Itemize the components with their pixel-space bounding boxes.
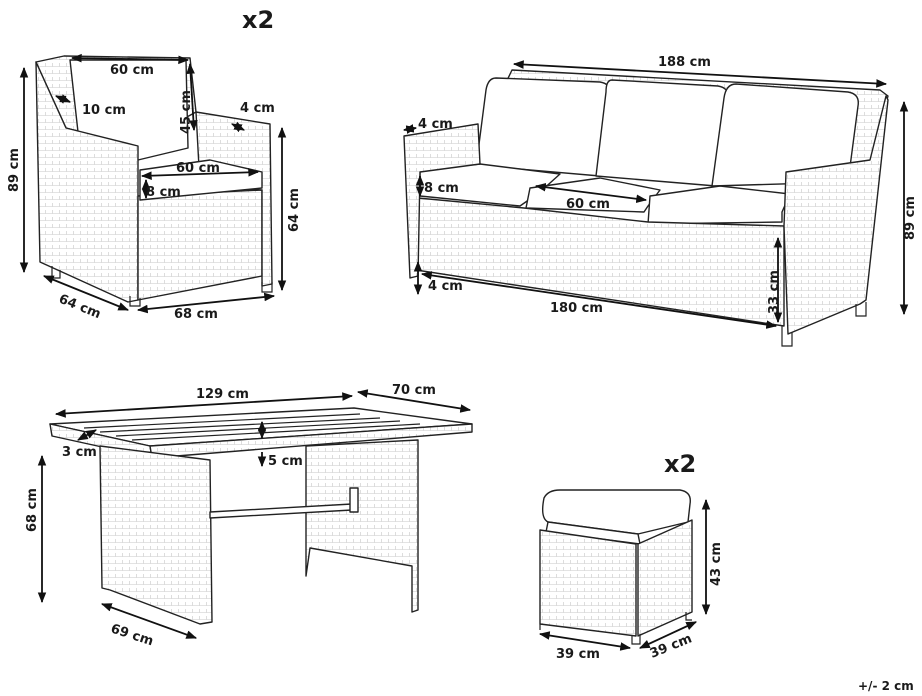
armchair-total-height-label: 89 cm (7, 148, 22, 192)
stool-dimension-lines (538, 498, 711, 651)
table-top-thickness-label: 3 cm (62, 445, 97, 460)
sofa-dimension-lines (402, 60, 909, 329)
armchair-arm-depth-label: 10 cm (82, 103, 126, 118)
table-width-label: 70 cm (392, 383, 436, 398)
sofa-inner-width-label: 180 cm (550, 301, 603, 316)
sofa-drawing (403, 69, 889, 347)
stool-depth-label: 39 cm (648, 631, 694, 661)
sofa-height-label: 89 cm (903, 196, 918, 240)
stool-drawing (539, 489, 693, 645)
sofa-width-label: 188 cm (658, 55, 711, 70)
sofa-cushion-width-label: 60 cm (566, 197, 610, 212)
sofa-seat-height-label: 33 cm (767, 270, 782, 314)
tolerance-note: +/- 2 cm (858, 679, 914, 693)
table-height-label: 68 cm (25, 488, 40, 532)
table-dimension-lines (37, 389, 472, 639)
table-drawing (49, 407, 473, 625)
armchair-arm-width-label: 4 cm (240, 101, 275, 116)
stool-width-label: 39 cm (556, 647, 600, 662)
armchair-seat-cushion-label: 8 cm (146, 185, 181, 200)
sofa-arm-width-label: 4 cm (418, 117, 453, 132)
armchair-drawing (35, 55, 273, 307)
armchair-width-label: 68 cm (174, 307, 218, 322)
armchair-arm-height-label: 64 cm (287, 188, 302, 232)
table-length-label: 129 cm (196, 387, 249, 402)
stool-quantity: x2 (664, 450, 696, 478)
armchair-back-height-label: 45 cm (179, 90, 194, 134)
table-top-inset-label: 5 cm (268, 454, 303, 469)
stool-height-label: 43 cm (709, 542, 724, 586)
armchair-quantity: x2 (242, 6, 274, 34)
armchair-width-back-label: 60 cm (110, 63, 154, 78)
sofa-leg-height-label: 4 cm (428, 279, 463, 294)
armchair-dimension-lines (19, 53, 287, 314)
armchair-seat-width-label: 60 cm (176, 161, 220, 176)
sofa-seat-cushion-label: 8 cm (424, 181, 459, 196)
table-depth-label: 69 cm (109, 622, 155, 650)
